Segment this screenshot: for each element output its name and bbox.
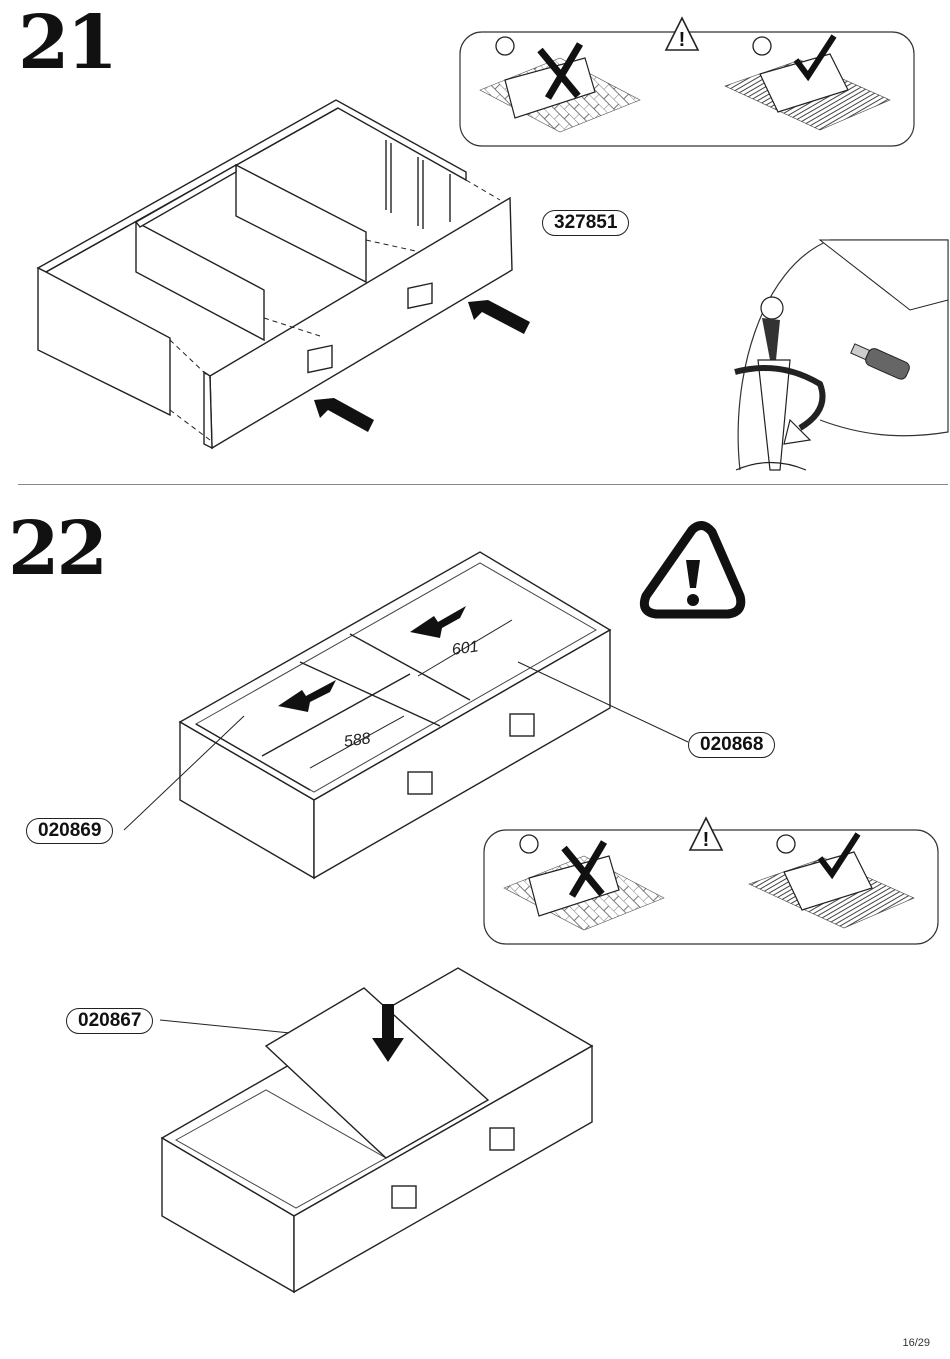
warning-panel-22: ! (484, 818, 938, 944)
arrow-icon (314, 398, 374, 432)
step-number-22: 22 (8, 512, 105, 586)
warning-panel-21: ! (460, 18, 914, 146)
arrow-icon (468, 300, 530, 334)
screwdriver-detail (735, 240, 948, 470)
part-label-020869: 020869 (26, 818, 113, 844)
happy-face-icon (753, 37, 771, 55)
dimension-upper: 601 (451, 638, 480, 660)
step22-box-with-panel (162, 968, 592, 1292)
part-label-020867: 020867 (66, 1008, 153, 1034)
step21-drawer-box (38, 100, 512, 448)
sad-face-icon (496, 37, 514, 55)
section-divider (18, 484, 948, 485)
page-number: 16/29 (902, 1337, 930, 1349)
sad-face-icon (520, 835, 538, 853)
part-label-020868: 020868 (688, 732, 775, 758)
svg-text:!: ! (679, 29, 686, 51)
warning-icon (644, 525, 740, 614)
step22-drawer-box (180, 552, 610, 878)
happy-face-icon (777, 835, 795, 853)
dimension-lower: 588 (343, 730, 372, 752)
svg-text:!: ! (703, 829, 710, 851)
step-number-21: 21 (18, 6, 115, 80)
part-label-327851: 327851 (542, 210, 629, 236)
